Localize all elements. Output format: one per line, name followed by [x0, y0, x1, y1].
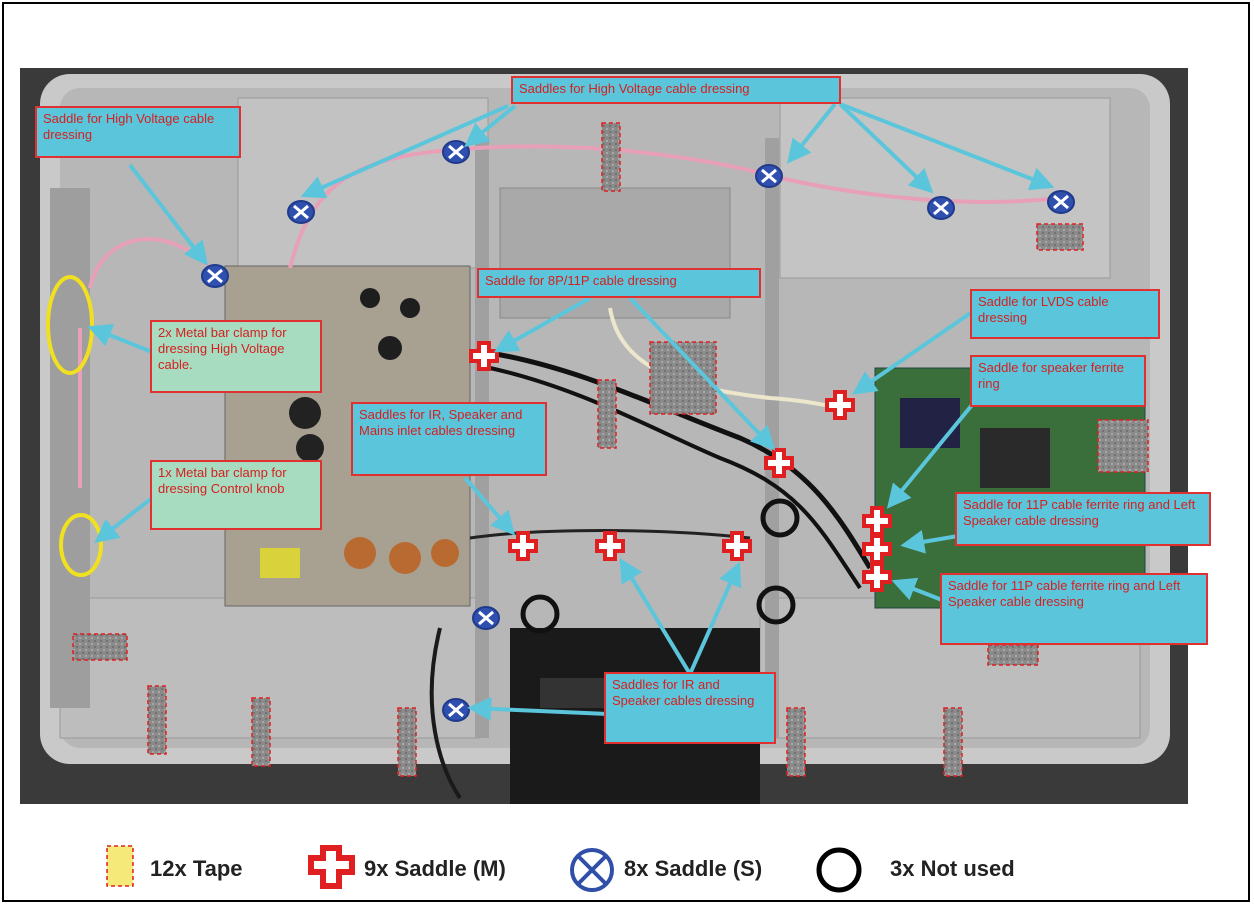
label-ir-speaker: Saddles for IR and Speaker cables dressi…: [604, 672, 776, 744]
legend-saddle-m-icon: [311, 848, 352, 886]
label-metal-bar-2x: 2x Metal bar clamp for dressing High Vol…: [150, 320, 322, 393]
not-used-marker: [523, 597, 557, 631]
label-hv-saddles-top: Saddles for High Voltage cable dressing: [511, 76, 841, 104]
saddle-m-marker: [510, 533, 536, 559]
not-used-marker: [759, 588, 793, 622]
legend-tape-icon: [107, 846, 133, 886]
label-lvds: Saddle for LVDS cable dressing: [970, 289, 1160, 339]
saddle-m-marker: [864, 508, 890, 534]
legend: 12x Tape 9x Saddle (M) 8x Saddle (S) 3x …: [0, 820, 1254, 900]
tape-marker: [602, 123, 620, 191]
saddle-m-marker: [864, 564, 890, 590]
saddle-m-marker: [827, 392, 853, 418]
label-11p-ferrite-b: Saddle for 11P cable ferrite ring and Le…: [940, 573, 1208, 645]
label-speaker-ferrite: Saddle for speaker ferrite ring: [970, 355, 1146, 407]
saddle-m-marker: [766, 450, 792, 476]
saddle-s-marker: [443, 141, 469, 163]
label-8p-11p: Saddle for 8P/11P cable dressing: [477, 268, 761, 298]
label-ir-speaker-mains: Saddles for IR, Speaker and Mains inlet …: [351, 402, 547, 476]
tape-marker: [598, 380, 616, 448]
legend-saddle-s-label: 8x Saddle (S): [624, 856, 762, 882]
saddle-s-marker: [443, 699, 469, 721]
legend-saddle-m-label: 9x Saddle (M): [364, 856, 506, 882]
metal-bar-clamp-marker: [61, 515, 101, 575]
label-hv-saddle-single: Saddle for High Voltage cable dressing: [35, 106, 241, 158]
saddle-s-marker: [202, 265, 228, 287]
saddle-s-marker: [288, 201, 314, 223]
tape-marker: [398, 708, 416, 776]
callout-arrows: [92, 104, 1050, 714]
tape-marker: [988, 645, 1038, 665]
tape-marker: [73, 634, 127, 660]
label-11p-ferrite-a: Saddle for 11P cable ferrite ring and Le…: [955, 492, 1211, 546]
saddle-m-marker: [724, 533, 750, 559]
legend-saddle-s-icon: [572, 850, 612, 890]
saddle-s-marker: [1048, 191, 1074, 213]
saddle-m-marker: [471, 343, 497, 369]
metal-bar-clamp-marker: [48, 277, 92, 373]
saddle-s-marker: [473, 607, 499, 629]
tape-marker: [944, 708, 962, 776]
saddle-s-marker: [928, 197, 954, 219]
not-used-marker: [763, 501, 797, 535]
tape-marker: [148, 686, 166, 754]
legend-tape-label: 12x Tape: [150, 856, 243, 882]
tape-marker: [787, 708, 805, 776]
legend-not-used-icon: [819, 850, 859, 890]
saddle-m-marker: [597, 533, 623, 559]
label-metal-bar-1x: 1x Metal bar clamp for dressing Control …: [150, 460, 322, 530]
tape-marker: [252, 698, 270, 766]
saddle-m-marker: [864, 536, 890, 562]
saddle-s-marker: [756, 165, 782, 187]
tape-marker: [1098, 420, 1148, 472]
legend-not-used-label: 3x Not used: [890, 856, 1015, 882]
tape-marker: [1037, 224, 1083, 250]
